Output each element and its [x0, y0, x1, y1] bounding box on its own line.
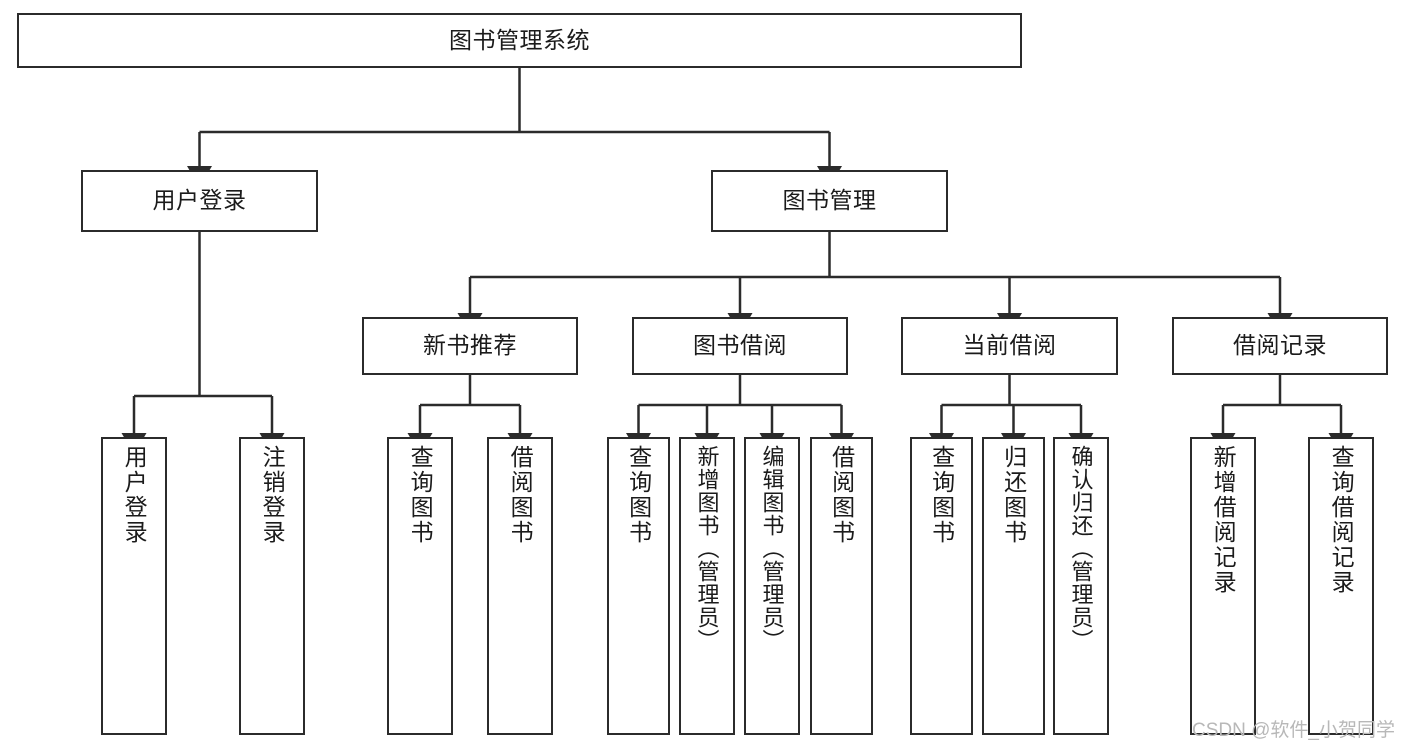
node-label: 借阅图书 — [507, 445, 534, 545]
node-label: 用户登录 — [152, 187, 247, 214]
node-label: 查询图书 — [928, 445, 955, 545]
node-label: 查询图书 — [407, 445, 434, 545]
node-n-book-borrow[interactable]: 图书借阅 — [632, 317, 848, 375]
node-n-borrow-record[interactable]: 借阅记录 — [1172, 317, 1388, 375]
node-l-br-add-record[interactable]: 新增借阅记录 — [1190, 437, 1256, 735]
node-l-rec-query-book[interactable]: 查询图书 — [387, 437, 453, 735]
node-label: 图书借阅 — [693, 332, 787, 359]
node-l-bb-query-book[interactable]: 查询图书 — [607, 437, 670, 735]
node-label: 借阅图书 — [828, 445, 855, 545]
node-l-br-query-record[interactable]: 查询借阅记录 — [1308, 437, 1374, 735]
node-label: 新增图书（管理员） — [694, 445, 720, 652]
node-l-cb-return-book[interactable]: 归还图书 — [982, 437, 1045, 735]
node-label: 查询借阅记录 — [1328, 445, 1355, 595]
node-l-rec-borrow-book[interactable]: 借阅图书 — [487, 437, 553, 735]
node-label: 确认归还（管理员） — [1068, 445, 1094, 652]
node-n-book-manage[interactable]: 图书管理 — [711, 170, 948, 232]
node-label: 当前借阅 — [962, 332, 1057, 359]
node-l-user-login[interactable]: 用户登录 — [101, 437, 167, 735]
node-n-new-book-rec[interactable]: 新书推荐 — [362, 317, 578, 375]
node-l-bb-edit-book[interactable]: 编辑图书（管理员） — [744, 437, 800, 735]
node-label: 新增借阅记录 — [1210, 445, 1237, 595]
node-label: 新书推荐 — [423, 332, 517, 359]
node-label: 图书管理系统 — [449, 26, 590, 53]
node-l-bb-borrow-book[interactable]: 借阅图书 — [810, 437, 873, 735]
node-l-user-logout[interactable]: 注销登录 — [239, 437, 305, 735]
node-label: 编辑图书（管理员） — [759, 445, 785, 652]
node-n-current-borrow[interactable]: 当前借阅 — [901, 317, 1118, 375]
node-label: 用户登录 — [121, 445, 148, 545]
node-label: 归还图书 — [1000, 445, 1027, 545]
node-label: 注销登录 — [259, 445, 286, 545]
node-l-cb-query-book[interactable]: 查询图书 — [910, 437, 973, 735]
edge-group — [121, 68, 1354, 455]
node-l-cb-confirm-return[interactable]: 确认归还（管理员） — [1053, 437, 1109, 735]
node-root[interactable]: 图书管理系统 — [17, 13, 1022, 68]
node-n-user-login[interactable]: 用户登录 — [81, 170, 318, 232]
node-label: 借阅记录 — [1233, 332, 1327, 359]
node-label: 查询图书 — [625, 445, 652, 545]
watermark: CSDN @软件_小贺同学 — [1192, 720, 1395, 741]
node-label: 图书管理 — [782, 187, 877, 214]
node-l-bb-add-book[interactable]: 新增图书（管理员） — [679, 437, 735, 735]
